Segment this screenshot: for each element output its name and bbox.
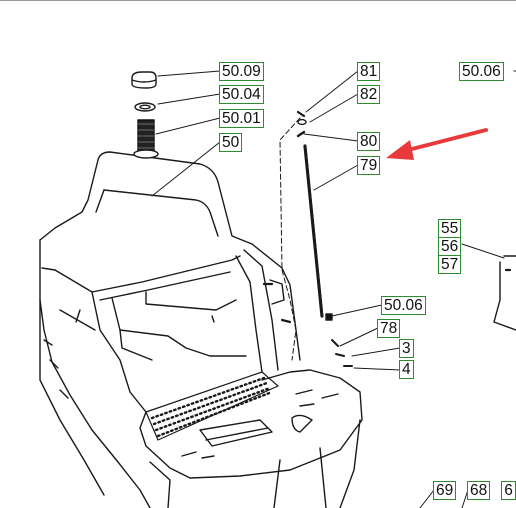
callout-50-06-top: 50.06 — [459, 62, 504, 81]
leader-lines — [151, 70, 516, 508]
callout-80: 80 — [357, 132, 381, 151]
callout-78: 78 — [377, 319, 401, 338]
callout-50-04: 50.04 — [219, 85, 264, 104]
highlight-arrow — [386, 128, 488, 160]
callout-82: 82 — [357, 85, 381, 104]
callout-81: 81 — [357, 62, 381, 81]
callout-50-06-mid: 50.06 — [381, 296, 426, 315]
callout-69: 69 — [433, 481, 457, 500]
callout-3: 3 — [399, 339, 414, 358]
callout-4: 4 — [399, 360, 414, 379]
rod-assembly — [262, 110, 353, 367]
right-edge-part — [493, 255, 516, 331]
foot-plate-pattern — [145, 371, 279, 441]
callout-50-01: 50.01 — [219, 109, 264, 128]
body-seat-pan — [39, 151, 363, 508]
callout-50-09: 50.09 — [219, 62, 264, 81]
callout-6-partial: 6 — [501, 481, 516, 500]
callout-79: 79 — [357, 156, 381, 175]
callout-50: 50 — [219, 133, 243, 152]
callout-68: 68 — [467, 481, 491, 500]
callout-57: 57 — [438, 255, 462, 274]
callout-56: 56 — [438, 237, 462, 256]
filler-cap-assembly — [131, 71, 159, 159]
callout-55: 55 — [438, 219, 462, 238]
top-border-line — [0, 0, 516, 1]
